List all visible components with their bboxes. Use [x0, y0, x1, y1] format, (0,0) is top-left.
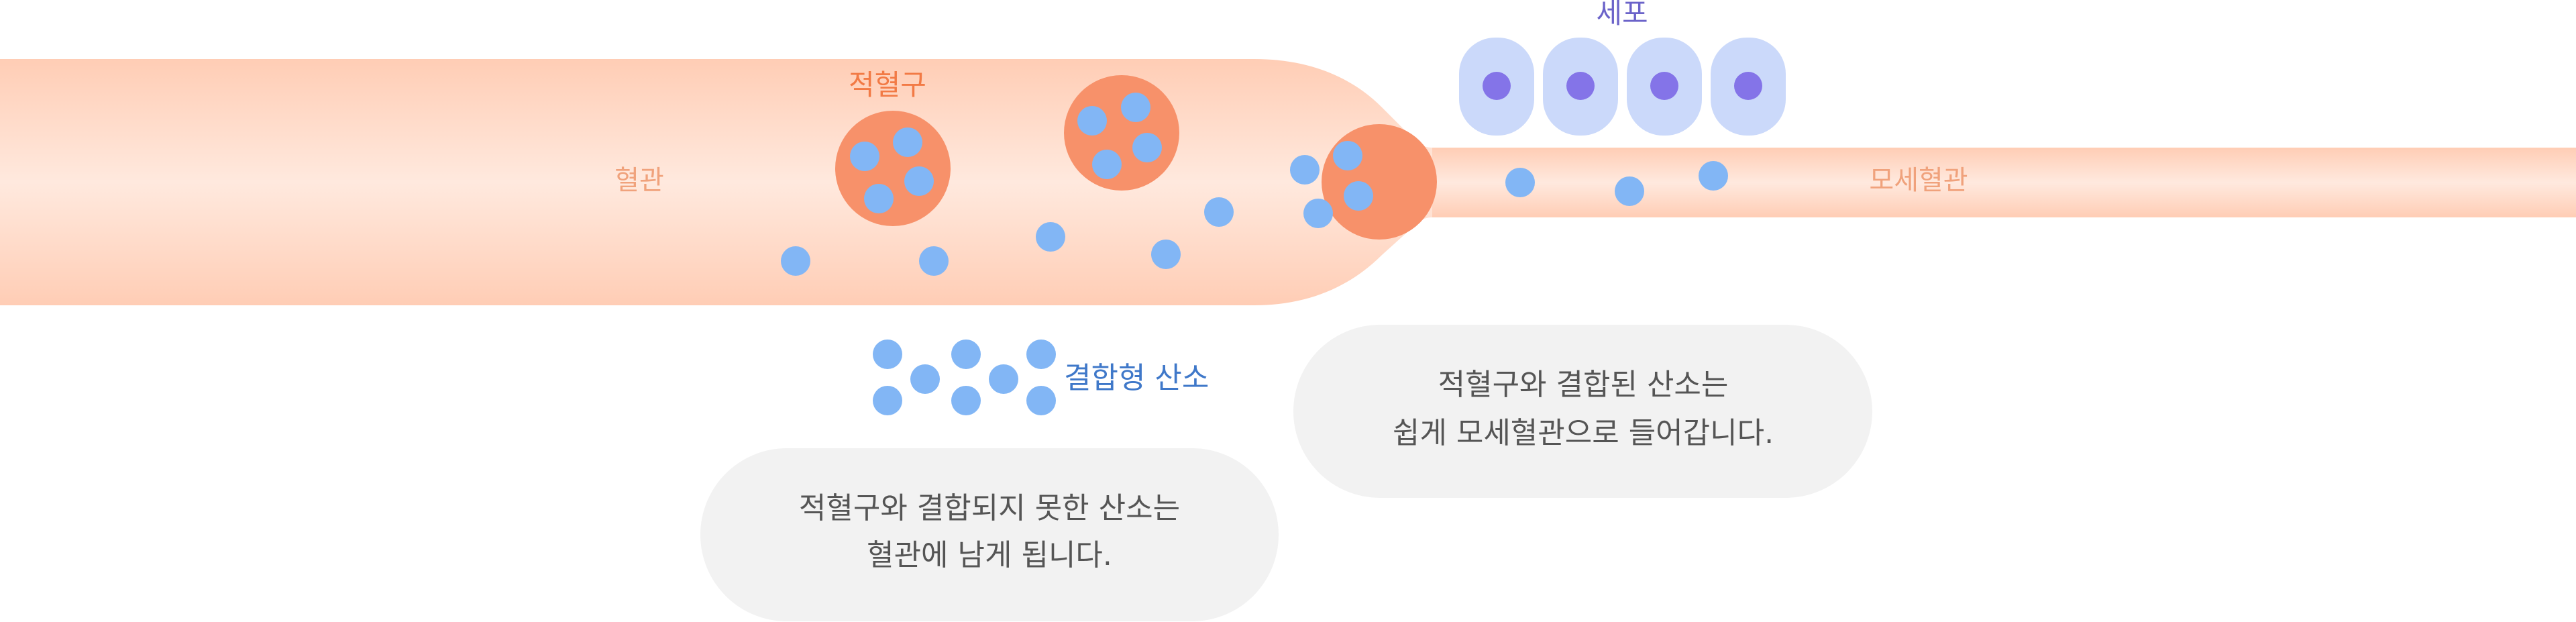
- red-blood-cell-label: 적혈구: [849, 68, 926, 101]
- oxygen-molecule: [1699, 161, 1728, 191]
- oxygen-molecule: [910, 364, 940, 394]
- note-bubble: [700, 448, 1279, 621]
- oxygen-molecule: [919, 246, 949, 276]
- tissue-cell: [1711, 38, 1786, 136]
- capillary: [1395, 148, 2576, 217]
- tissue-cell: [1543, 38, 1618, 136]
- oxygen-molecule: [1026, 340, 1056, 369]
- oxygen-molecule: [1615, 176, 1644, 206]
- oxygen-molecule: [1092, 150, 1122, 179]
- oxygen-molecule: [864, 184, 894, 213]
- oxygen-molecule: [989, 364, 1018, 394]
- oxygen-molecule: [1290, 155, 1320, 185]
- note-unbound-line2: 혈관에 남게 됩니다.: [867, 538, 1112, 572]
- red-blood-cell-3: [1290, 124, 1437, 240]
- oxygen-molecule: [850, 142, 879, 171]
- oxygen-molecule: [1132, 133, 1162, 162]
- capillary-label: 모세혈관: [1869, 165, 1968, 196]
- red-blood-cell-body: [1322, 124, 1437, 240]
- tissue-cells: [1459, 38, 1786, 136]
- red-blood-cell-1: [835, 111, 951, 226]
- cell-nucleus: [1650, 72, 1678, 100]
- note-bound-line2: 쉽게 모세혈관으로 들어갑니다.: [1393, 416, 1774, 450]
- blood-vessel: [0, 59, 1432, 305]
- oxygen-molecule: [1121, 93, 1150, 122]
- oxygen-molecule: [873, 340, 902, 369]
- free-oxygen-group: [781, 197, 1234, 276]
- oxygen-molecule: [1151, 240, 1181, 269]
- bound-oxygen-label: 결합형 산소: [1064, 361, 1209, 395]
- oxygen-molecule: [904, 166, 934, 196]
- tissue-cell: [1459, 38, 1534, 136]
- cell-label: 세포: [1596, 0, 1648, 30]
- cell-nucleus: [1566, 72, 1595, 100]
- oxygen-molecule: [781, 246, 810, 276]
- oxygen-molecule: [1036, 222, 1065, 252]
- oxygen-molecule: [951, 386, 981, 415]
- oxygen-molecule: [1204, 197, 1234, 227]
- bound-oxygen-legend: 결합형 산소: [873, 340, 1209, 415]
- cell-nucleus: [1734, 72, 1762, 100]
- red-blood-cell-body: [1064, 75, 1179, 191]
- oxygen-molecule: [1077, 106, 1107, 136]
- red-blood-cell-body: [835, 111, 951, 226]
- oxygen-molecule: [893, 127, 922, 157]
- note-bubble: [1293, 325, 1872, 498]
- note-unbound-line1: 적혈구와 결합되지 못한 산소는: [799, 491, 1180, 525]
- oxygen-molecule: [1333, 141, 1362, 170]
- oxygen-molecule: [1505, 168, 1535, 197]
- note-unbound: 적혈구와 결합되지 못한 산소는 혈관에 남게 됩니다.: [700, 448, 1279, 621]
- capillary-oxygen-group: [1505, 161, 1728, 206]
- oxygen-molecule: [1026, 386, 1056, 415]
- cell-nucleus: [1483, 72, 1511, 100]
- red-blood-cell-2: [1064, 75, 1179, 191]
- oxygen-molecule: [873, 386, 902, 415]
- oxygen-molecule: [1303, 199, 1333, 228]
- oxygen-molecule: [951, 340, 981, 369]
- oxygen-molecule: [1344, 181, 1373, 211]
- note-bound-line1: 적혈구와 결합된 산소는: [1438, 368, 1729, 402]
- tissue-cell: [1627, 38, 1702, 136]
- vessel-label: 혈관: [614, 165, 664, 196]
- note-bound: 적혈구와 결합된 산소는 쉽게 모세혈관으로 들어갑니다.: [1293, 325, 1872, 498]
